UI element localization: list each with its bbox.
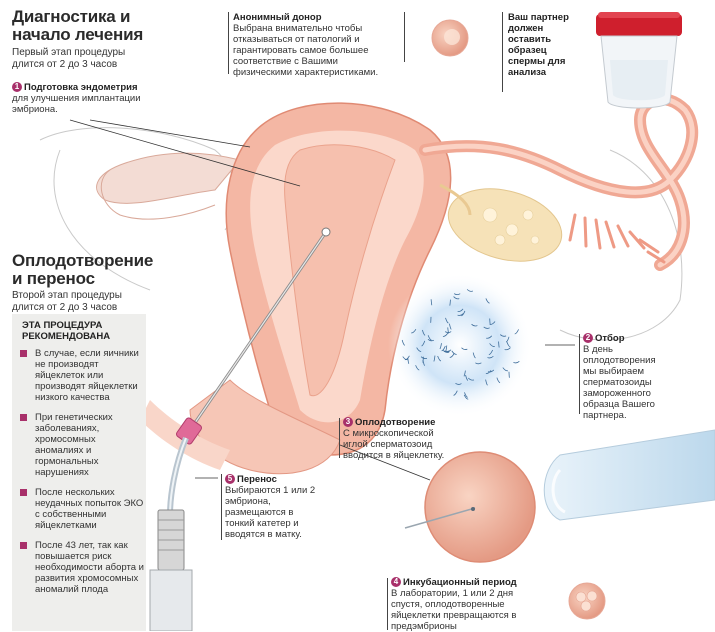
step2-line: сперматозоиды	[583, 377, 693, 388]
donor-title: Анонимный донор	[233, 12, 398, 23]
list-item-text: В случае, если яичники не производят яйц…	[35, 348, 139, 403]
step3-number-badge: 3	[343, 417, 353, 427]
main-title: Диагностика и начало лечения	[12, 8, 143, 44]
donor-egg-bracket	[404, 12, 405, 62]
specimen-cup	[596, 12, 682, 108]
step4-line: В лаборатории, 1 или 2 дня	[391, 588, 541, 599]
step5-line: размещаются в	[225, 507, 335, 518]
ovary	[440, 177, 570, 273]
partner-label: Ваш партнер должен оставить образец спер…	[508, 12, 588, 78]
step2-line: партнера.	[583, 410, 693, 421]
list-item-text: После 43 лет, так как повышается риск не…	[35, 540, 144, 595]
partner-line: спермы для	[508, 56, 588, 67]
step2-number-badge: 2	[583, 333, 593, 343]
section2-title-line1: Оплодотворение	[12, 252, 153, 270]
sperm-cell	[490, 319, 491, 325]
step2-line: образца Вашего	[583, 399, 693, 410]
main-title-line2: начало лечения	[12, 26, 143, 44]
donor-line: соответствие с Вашими	[233, 56, 398, 67]
donor-line: гарантировать самое большее	[233, 45, 398, 56]
bullet-square-icon	[20, 350, 27, 357]
step5-bracket	[221, 474, 222, 540]
list-item-text: После нескольких неудачных попыток ЭКО с…	[35, 487, 143, 531]
step4-number-badge: 4	[391, 577, 401, 587]
step1-text-line1: для улучшения имплантации	[12, 93, 141, 104]
step3-title: Оплодотворение	[355, 417, 435, 428]
step2-line: оплодотворения	[583, 355, 693, 366]
main-subtitle: Первый этап процедуры длится от 2 до 3 ч…	[12, 47, 125, 71]
step5-number-badge: 5	[225, 474, 235, 484]
recommendation-title-line1: ЭТА ПРОЦЕДУРА	[22, 320, 110, 331]
main-subtitle-line1: Первый этап процедуры	[12, 47, 125, 59]
donor-bracket	[228, 12, 229, 74]
step4-bracket	[387, 578, 388, 630]
partner-line: должен	[508, 23, 588, 34]
donor-line: отказываться от патологий и	[233, 34, 398, 45]
list-item: В случае, если яичники не производят яйц…	[18, 348, 144, 403]
section2-subtitle-line2: длится от 2 до 3 часов	[12, 302, 122, 314]
step3-bracket	[339, 418, 340, 458]
step2-line: замороженного	[583, 388, 693, 399]
step1-number-badge: 1	[12, 82, 22, 92]
main-subtitle-line2: длится от 2 до 3 часов	[12, 59, 125, 71]
list-item: После нескольких неудачных попыток ЭКО с…	[18, 487, 144, 531]
section2-title-line2: и перенос	[12, 270, 153, 288]
step5-line: эмбриона,	[225, 496, 335, 507]
step2-line: В день	[583, 344, 693, 355]
step4-title: Инкубационный период	[403, 577, 517, 588]
partner-line: оставить	[508, 34, 588, 45]
recommendation-box: ЭТА ПРОЦЕДУРА РЕКОМЕНДОВАНА В случае, ес…	[12, 314, 146, 631]
bullet-square-icon	[20, 542, 27, 549]
partner-line: Ваш партнер	[508, 12, 588, 23]
step1-text-line2: эмбриона.	[12, 104, 141, 115]
fertilized-egg	[425, 452, 535, 562]
step5-title: Перенос	[237, 474, 277, 485]
bullet-square-icon	[20, 489, 27, 496]
partner-bracket	[502, 12, 503, 92]
bullet-square-icon	[20, 414, 27, 421]
step2-title: Отбор	[595, 333, 625, 344]
partner-line: образец	[508, 45, 588, 56]
step2-bracket	[579, 334, 580, 414]
sperm-sample	[388, 273, 532, 417]
section2-subtitle: Второй этап процедуры длится от 2 до 3 ч…	[12, 290, 122, 314]
recommendation-title: ЭТА ПРОЦЕДУРА РЕКОМЕНДОВАНА	[22, 320, 110, 342]
recommendation-title-line2: РЕКОМЕНДОВАНА	[22, 331, 110, 342]
step3-line: иглой сперматозоид	[343, 439, 483, 450]
recommendation-list: В случае, если яичники не производят яйц…	[18, 348, 144, 604]
main-title-line1: Диагностика и	[12, 8, 143, 26]
donor-label: Анонимный донор Выбрана внимательно чтоб…	[233, 12, 398, 78]
donor-line: физическими характеристиками.	[233, 67, 398, 78]
step4-line: спустя, оплодотворенные	[391, 599, 541, 610]
step4-line: яйцеклетки превращаются в	[391, 610, 541, 621]
section2-title: Оплодотворение и перенос	[12, 252, 153, 288]
step2-line: мы выбираем	[583, 366, 693, 377]
step3-line: вводится в яйцеклетку.	[343, 450, 483, 461]
step5-line: вводятся в матку.	[225, 529, 335, 540]
list-item-text: При генетических заболеваниях, хромосомн…	[35, 412, 113, 478]
step3-line: С микроскопической	[343, 428, 483, 439]
pipette	[544, 430, 715, 520]
partner-line: анализа	[508, 67, 588, 78]
donor-line: Выбрана внимательно чтобы	[233, 23, 398, 34]
step1-title: Подготовка эндометрия	[24, 82, 138, 93]
step4-line: предэмбрионы	[391, 621, 541, 632]
step5-line: Выбираются 1 или 2	[225, 485, 335, 496]
list-item: При генетических заболеваниях, хромосомн…	[18, 412, 144, 478]
section2-subtitle-line1: Второй этап процедуры	[12, 290, 122, 302]
list-item: После 43 лет, так как повышается риск не…	[18, 540, 144, 595]
step5-line: тонкий катетер и	[225, 518, 335, 529]
